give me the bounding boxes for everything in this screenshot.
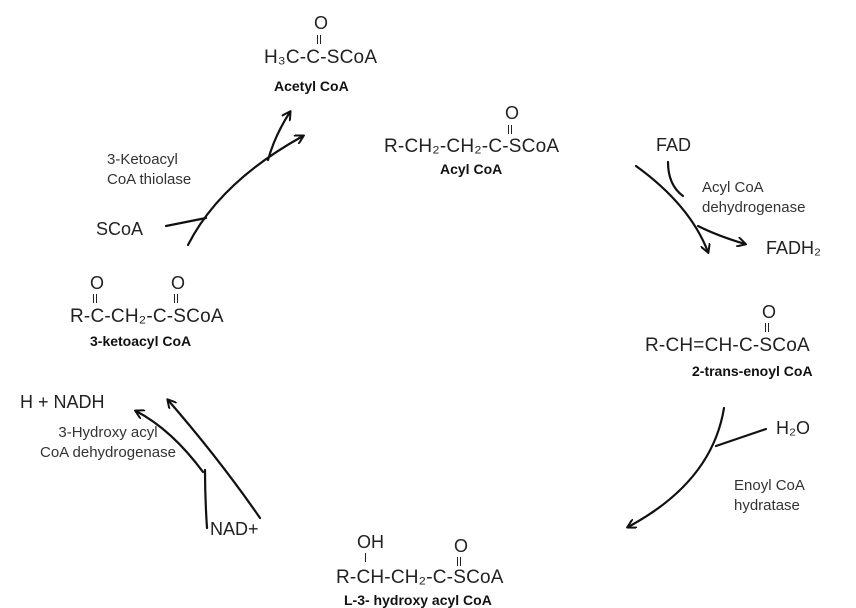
enoyl-oxygen: O	[762, 302, 777, 322]
enzyme-hydroxy-acyl-coa-dehydrogenase: 3-Hydroxy acyl CoA dehydrogenase	[40, 424, 176, 461]
nad-branch	[203, 468, 209, 530]
hydroxy-acyl-coa-formula: R-CH-CH₂-C-SCoA	[336, 567, 504, 588]
acyl-coa-name: Acyl CoA	[440, 161, 503, 177]
hydroxy-double-bond	[457, 557, 461, 566]
keto-oxygen-2: O	[171, 273, 186, 293]
enzyme-acyl-coa-dehydrogenase: Acyl CoA dehydrogenase	[702, 179, 806, 216]
h2o-branch	[714, 427, 768, 448]
acetyl-coa-formula: H₃C-C-SCoA	[264, 47, 378, 68]
keto-double-bond-2	[174, 294, 178, 303]
reagent-scoa: SCoA	[96, 219, 144, 239]
hydroxy-acyl-coa-name: L-3- hydroxy acyl CoA	[344, 592, 492, 608]
reagent-nadh: H + NADH	[20, 392, 105, 412]
ketoacyl-coa-name: 3-ketoacyl CoA	[90, 333, 192, 349]
reagent-h2o: H₂O	[776, 418, 810, 438]
arrow-hydroxy-to-keto	[168, 400, 262, 520]
reagent-fadh2: FADH₂	[766, 238, 821, 258]
enoyl-double-bond	[765, 323, 769, 332]
arrow-keto-to-acetyl	[186, 136, 303, 247]
trans-enoyl-coa-formula: R-CH=CH-C-SCoA	[645, 335, 810, 356]
acetyl-double-bond	[317, 35, 321, 44]
acetyl-oxygen: O	[314, 13, 329, 33]
acetyl-branch	[266, 112, 290, 162]
keto-oxygen-1: O	[90, 273, 105, 293]
keto-double-bond-1	[93, 294, 97, 303]
arrow-acyl-to-enoyl	[634, 164, 708, 252]
acyl-oxygen: O	[505, 103, 520, 123]
acyl-coa-formula: R-CH₂-CH₂-C-SCoA	[384, 136, 560, 157]
hydroxy-oxygen: O	[454, 536, 469, 556]
acetyl-coa-name: Acetyl CoA	[274, 78, 349, 94]
enzyme-enoyl-coa-hydratase: Enoyl CoA hydratase	[734, 477, 805, 514]
acyl-double-bond	[508, 125, 512, 134]
ketoacyl-coa-formula: R-C-CH₂-C-SCoA	[70, 306, 224, 327]
enzyme-ketoacyl-coa-thiolase: 3-Ketoacyl CoA thiolase	[107, 151, 192, 188]
fadh2-branch	[696, 224, 745, 244]
fad-branch	[666, 160, 685, 198]
trans-enoyl-coa-name: 2-trans-enoyl CoA	[692, 363, 813, 379]
scoa-branch	[164, 216, 208, 228]
nadh-branch	[136, 411, 205, 474]
hydroxy-single-bond	[365, 553, 366, 562]
reagent-nad: NAD+	[210, 519, 259, 539]
arrow-enoyl-to-hydroxy	[628, 406, 726, 527]
reagent-fad: FAD	[656, 135, 692, 155]
hydroxy-oh: OH	[357, 532, 384, 552]
